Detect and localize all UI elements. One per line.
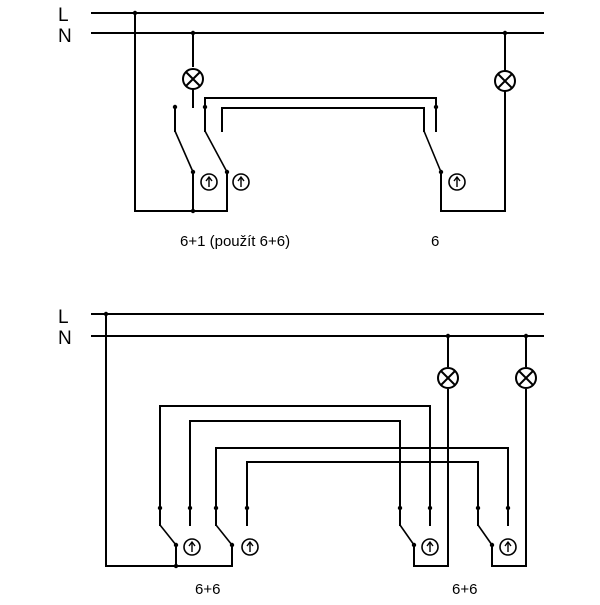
switches-a	[132, 10, 508, 214]
switch-icon	[174, 130, 194, 173]
switches-b	[103, 311, 529, 569]
glow-lamp-icon	[421, 538, 439, 556]
lamp-icon	[515, 367, 537, 389]
diagram-a: L N	[58, 5, 544, 250]
lamp-icon	[494, 70, 516, 92]
switch-icon	[215, 524, 233, 546]
glow-lamp-icon	[183, 538, 201, 556]
rail-l-label-a: L	[58, 5, 69, 26]
switch-icon	[477, 524, 493, 546]
rail-n-label-b: N	[58, 328, 72, 349]
glow-lamp-icon	[241, 538, 259, 556]
lamp-icon	[437, 367, 459, 389]
switch-icon	[399, 524, 415, 546]
switch-icon	[423, 130, 442, 173]
glow-lamp-icon	[448, 173, 466, 191]
switch-icon	[159, 524, 177, 546]
caption-right-a: 6	[431, 233, 439, 250]
caption-right-b: 6+6	[452, 581, 477, 598]
rail-l-label-b: L	[58, 307, 69, 328]
caption-left-b: 6+6	[195, 581, 220, 598]
lamp-icon	[182, 68, 204, 90]
switch-icon	[204, 130, 228, 173]
glow-lamp-icon	[232, 173, 250, 191]
glow-lamp-icon	[499, 538, 517, 556]
wires-b	[105, 313, 527, 567]
diagram-b: L N	[58, 307, 544, 598]
caption-left-a: 6+1 (použít 6+6)	[180, 233, 290, 250]
rail-n-label-a: N	[58, 26, 72, 47]
glow-lamp-icon	[200, 173, 218, 191]
